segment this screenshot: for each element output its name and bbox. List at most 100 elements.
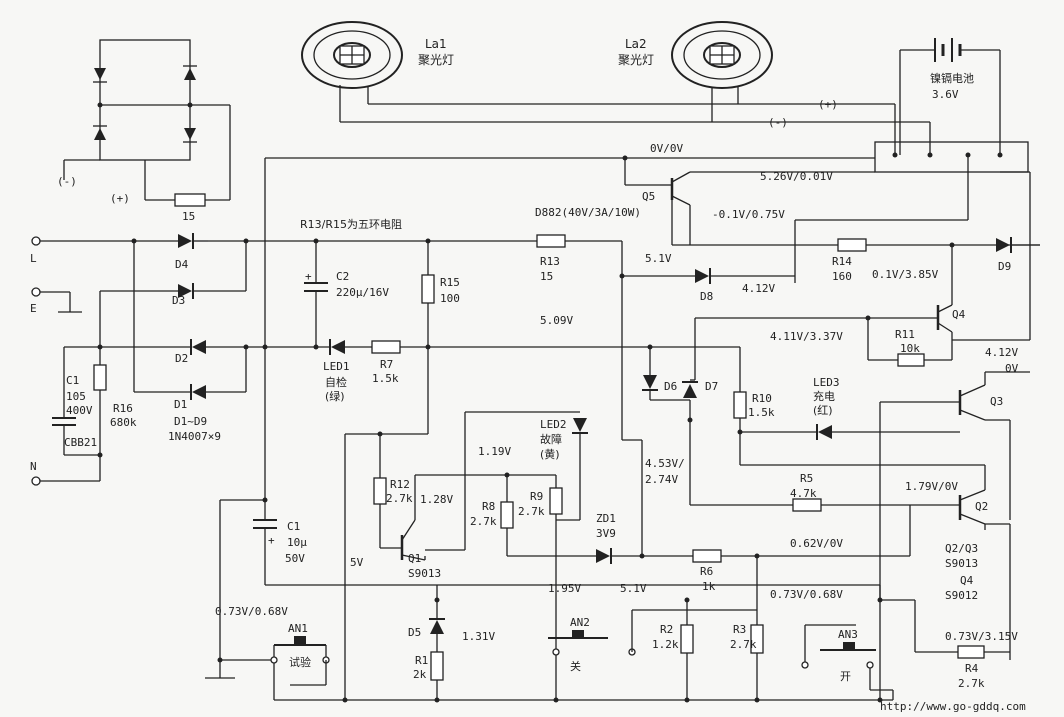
r9-value: 2.7k bbox=[518, 505, 545, 518]
pushbutton-an1[interactable]: AN1 试验 bbox=[270, 622, 330, 700]
an3-on: 开 bbox=[840, 670, 851, 683]
resistor-r11 bbox=[897, 353, 925, 367]
spotlight-la2: La2 聚光灯 bbox=[618, 21, 773, 122]
q2q3-label: Q2/Q3 bbox=[945, 542, 978, 555]
r5-label: R5 bbox=[800, 472, 813, 485]
diode-d1: D1 bbox=[174, 384, 246, 411]
battery: 镍镉电池 3.6V bbox=[899, 38, 1001, 155]
r8-value: 2.7k bbox=[470, 515, 497, 528]
d4-label: D4 bbox=[175, 258, 189, 271]
c1-cbb-label: C1 bbox=[66, 374, 79, 387]
q4-type: S9012 bbox=[945, 589, 978, 602]
r13-label: R13 bbox=[540, 255, 560, 268]
pushbutton-an2[interactable]: AN2 关 bbox=[548, 610, 636, 700]
terminal-e bbox=[31, 287, 41, 297]
zd1-value: 3V9 bbox=[596, 527, 616, 540]
r1-value: 2k bbox=[413, 668, 427, 681]
v-274: 2.74V bbox=[645, 473, 678, 486]
led2-color: (黄) bbox=[540, 447, 560, 461]
resistor-r6 bbox=[692, 549, 722, 563]
pushbutton-an3[interactable]: AN3 开 bbox=[801, 624, 894, 700]
an1-test: 试验 bbox=[289, 655, 311, 669]
r13-r15-note: R13/R15为五环电阻 bbox=[300, 218, 402, 231]
an3-label: AN3 bbox=[838, 628, 858, 641]
r6-label: R6 bbox=[700, 565, 713, 578]
led1: LED1 自检 (绿) bbox=[323, 339, 372, 403]
r8-label: R8 bbox=[482, 500, 495, 513]
v-128: 1.28V bbox=[420, 493, 453, 506]
source-url: http://www.go-gddq.com bbox=[880, 700, 1026, 713]
v-131: 1.31V bbox=[462, 630, 495, 643]
c1-plus: + bbox=[268, 534, 275, 547]
r15-label: R15 bbox=[440, 276, 460, 289]
resistor-r12 bbox=[373, 477, 387, 505]
v-m01: -0.1V/0.75V bbox=[712, 208, 785, 221]
resistor-r13 bbox=[536, 234, 566, 248]
q1-label: Q1 bbox=[408, 552, 421, 565]
r2-value: 1.2k bbox=[652, 638, 679, 651]
r12-value: 2.7k bbox=[386, 492, 413, 505]
resistor-r7 bbox=[371, 340, 401, 354]
resistor-r2 bbox=[680, 624, 694, 654]
v-01v385: 0.1V/3.85V bbox=[872, 268, 939, 281]
v-411: 4.11V/3.37V bbox=[770, 330, 843, 343]
c1-label: C1 bbox=[287, 520, 300, 533]
d5-label: D5 bbox=[408, 626, 421, 639]
led3-color: (红) bbox=[813, 404, 833, 417]
led1-self-test: 自检 bbox=[325, 375, 347, 389]
r14-label: R14 bbox=[832, 255, 852, 268]
led3-label: LED3 bbox=[813, 376, 840, 389]
led3: LED3 充电 (红) bbox=[813, 376, 960, 440]
d7-label: D7 bbox=[705, 380, 718, 393]
capacitor-c2: + C2 220μ/16V bbox=[304, 241, 389, 347]
cbb21-label: CBB21 bbox=[64, 436, 97, 449]
transistor-q4: Q4 bbox=[868, 245, 1030, 341]
r11-value: 10k bbox=[900, 342, 920, 355]
led2-fault: 故障 bbox=[540, 432, 562, 446]
c1-value: 10μ bbox=[287, 536, 307, 549]
r7-label: R7 bbox=[380, 358, 393, 371]
zd1-label: ZD1 bbox=[596, 512, 616, 525]
zener-zd1: ZD1 3V9 bbox=[596, 512, 693, 564]
diode-d2: D2 bbox=[175, 339, 330, 365]
r10-value: 1.5k bbox=[748, 406, 775, 419]
c1-voltage: 50V bbox=[285, 552, 305, 565]
resistor-15-label: 15 bbox=[182, 210, 195, 223]
d8-label: D8 bbox=[700, 290, 713, 303]
plus-label-bridge: (+) bbox=[110, 192, 130, 205]
diode-d6: D6 bbox=[642, 375, 677, 393]
d9-label: D9 bbox=[998, 260, 1011, 273]
r14-value: 160 bbox=[832, 270, 852, 283]
q1-type: S9013 bbox=[408, 567, 441, 580]
e-label: E bbox=[30, 302, 37, 315]
d1-label: D1 bbox=[174, 398, 187, 411]
c2-label: C2 bbox=[336, 270, 349, 283]
led1-label: LED1 bbox=[323, 360, 350, 373]
resistor-r4 bbox=[957, 645, 985, 659]
q5-label: Q5 bbox=[642, 190, 655, 203]
v-5: 5V bbox=[350, 556, 364, 569]
v-412b: 4.12V bbox=[985, 346, 1018, 359]
transistor-q5: Q5 D882(40V/3A/10W) bbox=[535, 171, 875, 245]
diode-d7: D7 bbox=[682, 380, 718, 398]
an1-label: AN1 bbox=[288, 622, 308, 635]
switch-box bbox=[874, 141, 1029, 173]
v-062: 0.62V/0V bbox=[790, 537, 843, 550]
v-119: 1.19V bbox=[478, 445, 511, 458]
v-412a: 4.12V bbox=[742, 282, 775, 295]
resistor-r16 bbox=[93, 364, 107, 391]
led1-color: (绿) bbox=[325, 389, 345, 403]
battery-label: 镍镉电池 bbox=[930, 71, 974, 85]
d1-d9-type: 1N4007×9 bbox=[168, 430, 221, 443]
led2-label: LED2 bbox=[540, 418, 567, 431]
r16-label: R16 bbox=[113, 402, 133, 415]
r7-value: 1.5k bbox=[372, 372, 399, 385]
led3-charge: 充电 bbox=[813, 389, 835, 403]
v-073b: 0.73V/0.68V bbox=[770, 588, 843, 601]
r12-label: R12 bbox=[390, 478, 410, 491]
q4-label-b: Q4 bbox=[960, 574, 974, 587]
d2-label: D2 bbox=[175, 352, 188, 365]
r11-label: R11 bbox=[895, 328, 915, 341]
r9-label: R9 bbox=[530, 490, 543, 503]
